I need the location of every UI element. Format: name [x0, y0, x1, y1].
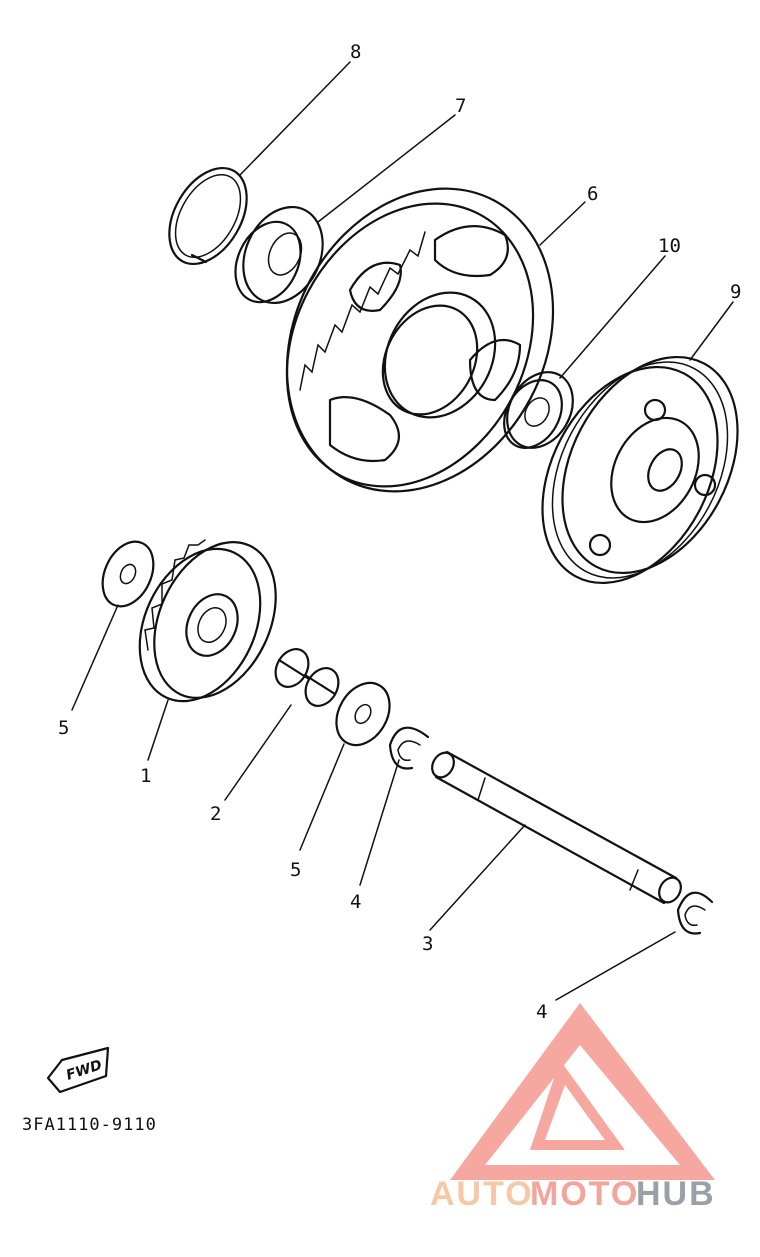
watermark-auto: AUTO: [430, 1175, 534, 1213]
watermark-text: AUTO MOTO HUB: [430, 1175, 716, 1213]
part-9-starter-clutch: [541, 355, 739, 585]
part-8-circlip: [168, 166, 248, 266]
callout-5-upper: 5: [58, 717, 69, 739]
callout-10: 10: [658, 235, 681, 257]
part-2-collar: [274, 648, 340, 707]
callout-2: 2: [210, 803, 221, 825]
part-5-washer-upper: [101, 540, 155, 608]
part-code: 3FA1110-9110: [22, 1115, 157, 1135]
callout-1: 1: [140, 765, 151, 787]
part-6-gear: [285, 187, 555, 493]
callout-3: 3: [422, 933, 433, 955]
part-3-shaft: [431, 750, 682, 905]
callout-9: 9: [730, 281, 741, 303]
callout-6: 6: [587, 183, 598, 205]
callout-8: 8: [350, 41, 361, 63]
part-10-washer: [503, 371, 574, 449]
callout-7: 7: [455, 95, 466, 117]
part-7-bearing: [234, 205, 324, 305]
callout-4-lower: 4: [536, 1001, 547, 1023]
part-5-washer-lower: [335, 681, 391, 747]
callout-leader-lines: [71, 61, 734, 1001]
callout-4-upper: 4: [350, 891, 361, 913]
part-1-idle-gear: [138, 539, 277, 703]
fwd-arrow-icon: FWD: [46, 1046, 110, 1094]
callout-5-lower: 5: [290, 859, 301, 881]
watermark-moto: MOTO: [530, 1175, 639, 1213]
watermark-logo-icon: [450, 1003, 715, 1180]
callout-labels: 8 7 6 10 9 5 1 2 5 4 3 4: [58, 41, 741, 1023]
part-4-circlip-lower: [676, 891, 714, 935]
part-4-circlip-upper: [388, 726, 430, 770]
watermark-hub: HUB: [636, 1175, 716, 1213]
